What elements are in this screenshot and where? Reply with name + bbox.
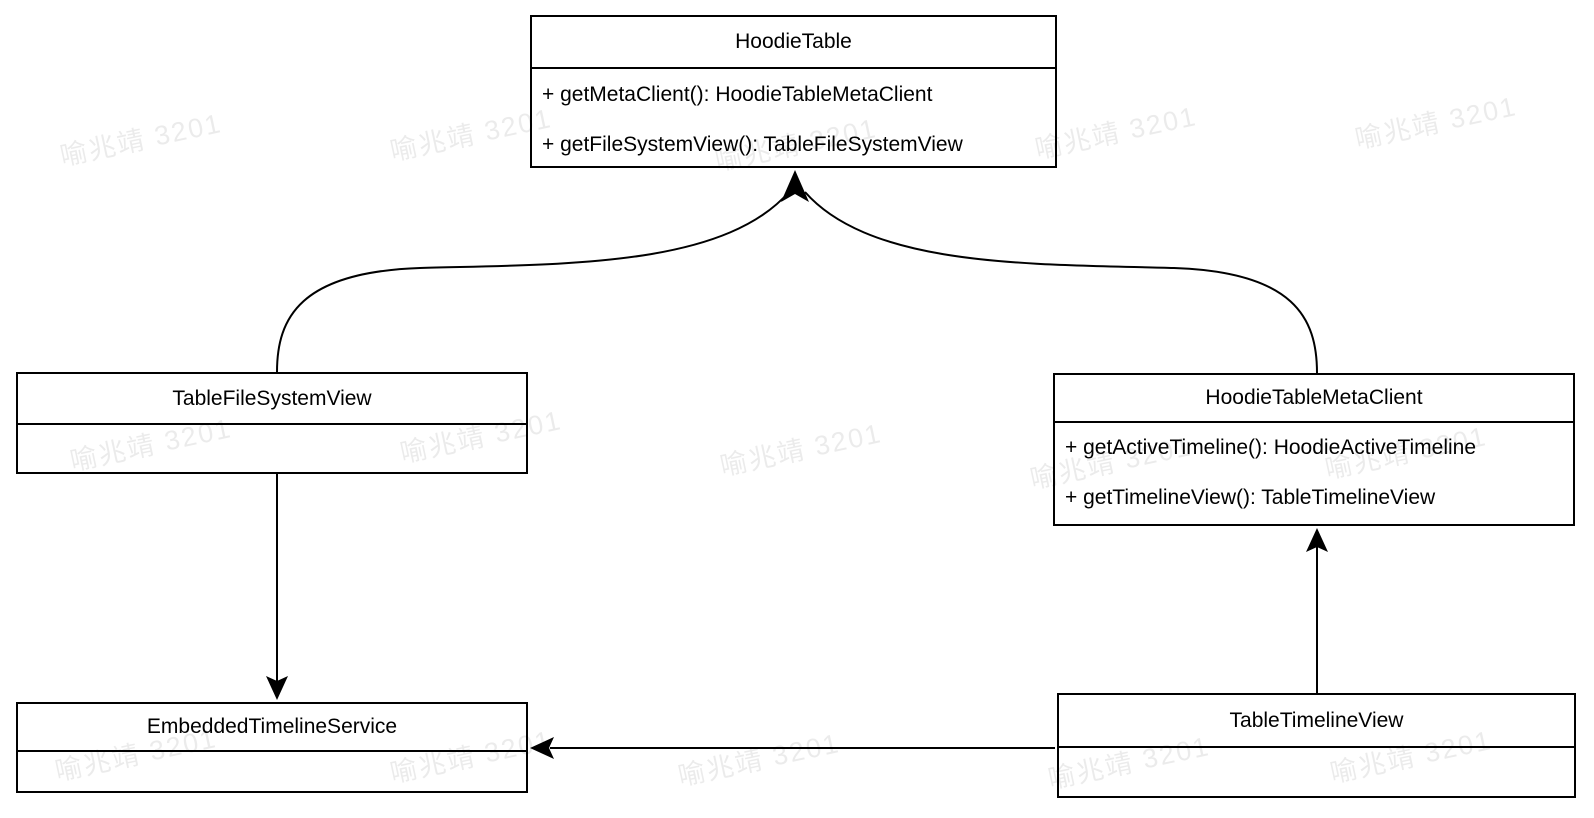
- class-box-tablefilesystemview: TableFileSystemView: [16, 372, 528, 474]
- class-box-hoodietable: HoodieTable + getMetaClient(): HoodieTab…: [530, 15, 1057, 168]
- class-title: TableFileSystemView: [18, 374, 526, 425]
- edge-hoodietablemetaclient-to-hoodietable: [804, 191, 1318, 374]
- class-method: + getTimelineView(): TableTimelineView: [1065, 486, 1436, 509]
- class-method: + getMetaClient(): HoodieTableMetaClient: [542, 83, 933, 106]
- class-box-hoodietablemetaclient: HoodieTableMetaClient + getActiveTimelin…: [1053, 373, 1575, 526]
- arrowhead-up-hoodietablemetaclient: [1306, 528, 1328, 552]
- watermark-text: 喻兆靖 3201: [717, 418, 885, 482]
- class-title: TableTimelineView: [1059, 695, 1574, 748]
- class-title: EmbeddedTimelineService: [18, 704, 526, 752]
- class-box-tabletimelineview: TableTimelineView: [1057, 693, 1576, 798]
- class-method: + getFileSystemView(): TableFileSystemVi…: [542, 133, 963, 156]
- class-title: HoodieTable: [532, 17, 1055, 69]
- watermark-text: 喻兆靖 3201: [675, 728, 843, 792]
- watermark-text: 喻兆靖 3201: [1352, 91, 1520, 155]
- arrowhead-up-hoodietable: [781, 170, 809, 202]
- class-title: HoodieTableMetaClient: [1055, 375, 1573, 423]
- class-method-list: + getMetaClient(): HoodieTableMetaClient…: [532, 69, 1055, 169]
- arrowhead-left-embeddedtimelineservice: [530, 737, 554, 759]
- class-method-list: + getActiveTimeline(): HoodieActiveTimel…: [1055, 423, 1573, 523]
- class-box-embeddedtimelineservice: EmbeddedTimelineService: [16, 702, 528, 793]
- class-method: + getActiveTimeline(): HoodieActiveTimel…: [1065, 436, 1477, 459]
- edge-tablefilesystemview-to-hoodietable: [276, 191, 790, 373]
- arrowhead-down-embeddedtimelineservice: [266, 676, 288, 700]
- watermark-text: 喻兆靖 3201: [57, 108, 225, 172]
